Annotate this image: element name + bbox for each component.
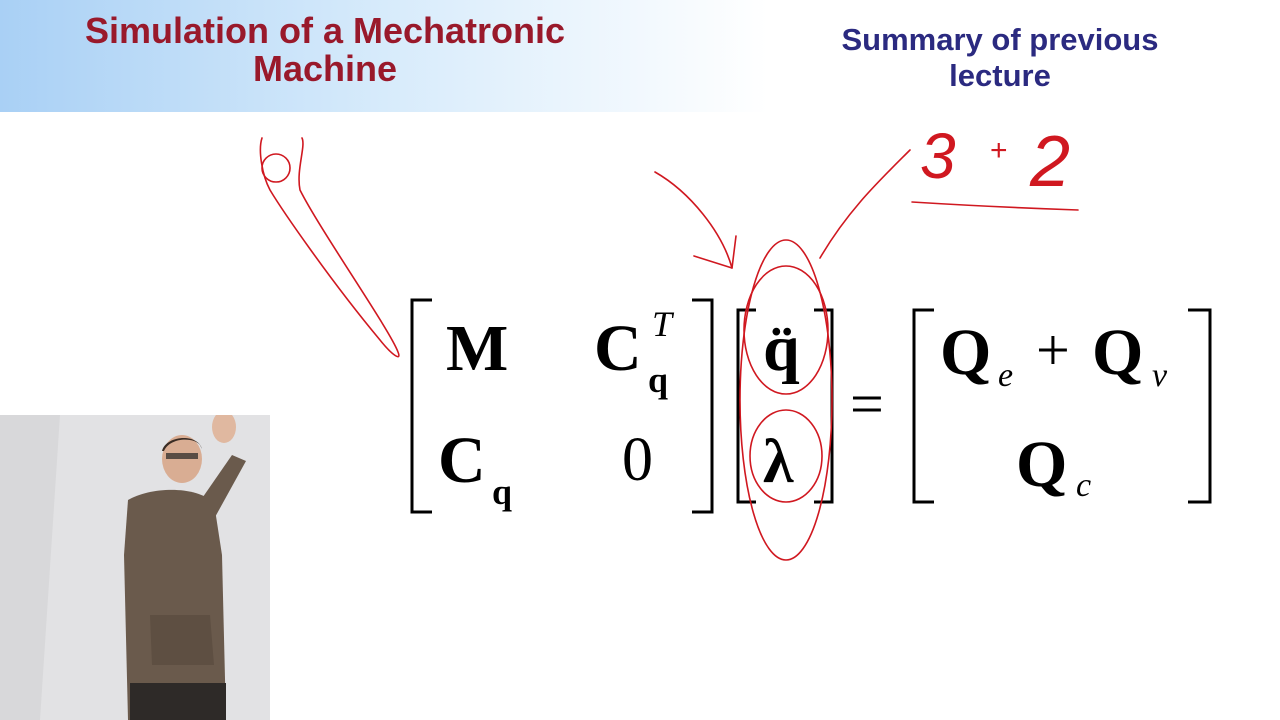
matrix-entry-C-bottom: C: [438, 424, 486, 497]
ink-oval-vector: [739, 239, 833, 561]
rhs-plus: +: [1036, 317, 1070, 383]
rhs-subscript-c: c: [1076, 467, 1091, 504]
rhs-Q-v: Q: [1092, 316, 1143, 389]
matrix-entry-zero: 0: [622, 426, 653, 494]
vector-left-bracket: [736, 308, 756, 504]
ink-underline-count: [911, 201, 1079, 211]
matrix-entry-M: M: [446, 312, 508, 385]
ink-line-to-count: [819, 149, 911, 259]
presenter-figure: [0, 415, 270, 720]
matrix-right-bracket: [692, 298, 714, 514]
rhs-subscript-e: e: [998, 357, 1013, 394]
matrix-subscript-q-top: q: [648, 360, 668, 400]
rhs-left-bracket: [912, 308, 934, 504]
ink-count-three: 3: [920, 120, 956, 192]
section-title: Summary of previous lecture: [841, 22, 1159, 93]
ink-circle-lambda: [749, 409, 823, 503]
rhs-right-bracket: [1188, 308, 1212, 504]
ink-count-plus: +: [990, 134, 1008, 167]
ink-scribble-circle: [261, 153, 291, 183]
ink-stroke-left-pen: [259, 137, 400, 358]
ink-count-two: 2: [1029, 122, 1070, 202]
matrix-left-bracket: [410, 298, 432, 514]
matrix-entry-C-top: C: [594, 312, 642, 385]
matrix-superscript-T: T: [652, 304, 675, 344]
rhs-Q-c: Q: [1016, 428, 1067, 501]
rhs-Q-e: Q: [940, 316, 991, 389]
equals-sign: =: [850, 371, 884, 437]
header-band: [0, 0, 1280, 112]
vector-entry-lambda: λ: [763, 428, 794, 496]
presenter-video: [0, 415, 270, 720]
rhs-subscript-v: v: [1152, 357, 1168, 394]
matrix-subscript-q-bottom: q: [492, 472, 512, 512]
ink-annotations: [259, 137, 1079, 561]
vector-entry-qddot: q̈: [763, 312, 800, 385]
ink-circle-qddot: [743, 265, 829, 395]
ink-arrow-shaft: [654, 171, 733, 269]
ink-arrow-head: [693, 235, 737, 269]
slide-title: Simulation of a Mechatronic Machine: [84, 10, 566, 89]
